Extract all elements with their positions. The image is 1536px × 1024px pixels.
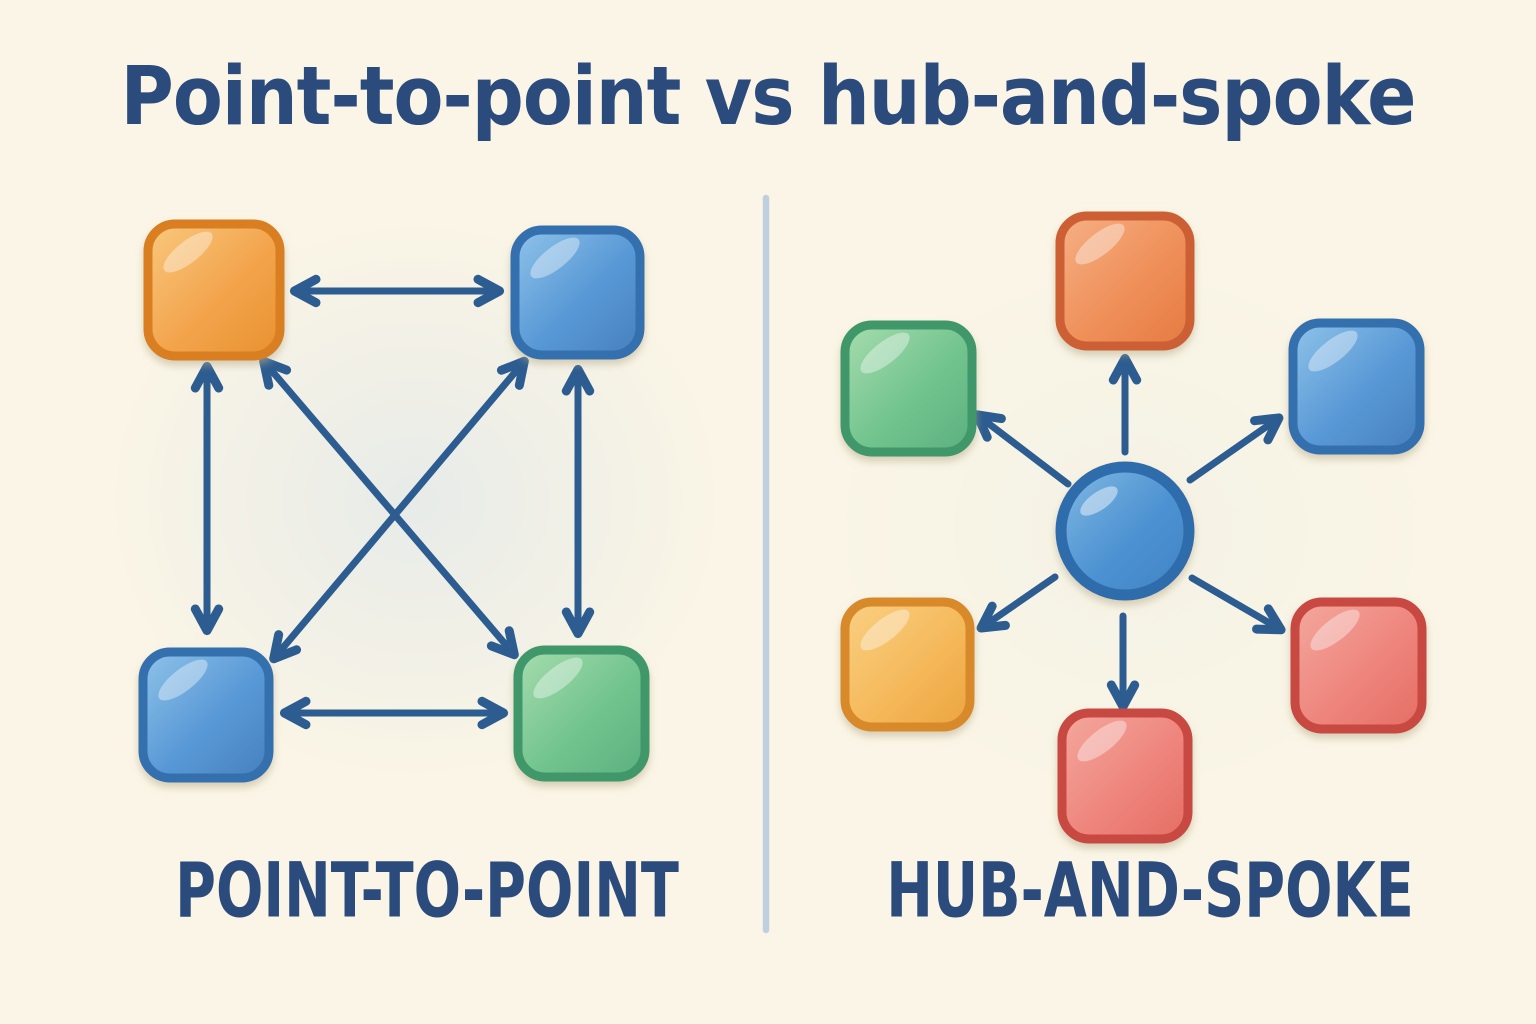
arrow-diagonal-tl-br	[259, 356, 519, 660]
node-blue-top-right	[1288, 318, 1425, 455]
spoke-up-left	[972, 410, 1072, 488]
spoke-down-left	[976, 573, 1059, 633]
panel-hub-and-spoke	[840, 211, 1427, 844]
panel-label-point-to-point: POINT-TO-POINT	[175, 847, 679, 936]
spoke-up-right	[1186, 413, 1284, 484]
arrow-diagonal-tr-bl	[269, 356, 529, 664]
node-green-bottom-right	[513, 645, 650, 782]
node-blue-top-right	[510, 225, 645, 360]
node-orange-top-left	[143, 219, 285, 361]
node-coral-top	[1055, 211, 1195, 351]
node-blue-bottom-left	[138, 647, 274, 783]
page-title: Point-to-point vs hub-and-spoke	[120, 48, 1417, 144]
node-red-bottom	[1057, 708, 1193, 844]
node-red-mid-right	[1290, 597, 1427, 734]
spoke-down-right	[1188, 574, 1286, 635]
panel-label-hub-and-spoke: HUB-AND-SPOKE	[886, 847, 1414, 936]
node-yellow-mid-left	[840, 597, 975, 732]
panel-point-to-point	[138, 219, 650, 783]
node-hub-circle	[1055, 461, 1195, 601]
node-green-top-left	[840, 320, 977, 457]
